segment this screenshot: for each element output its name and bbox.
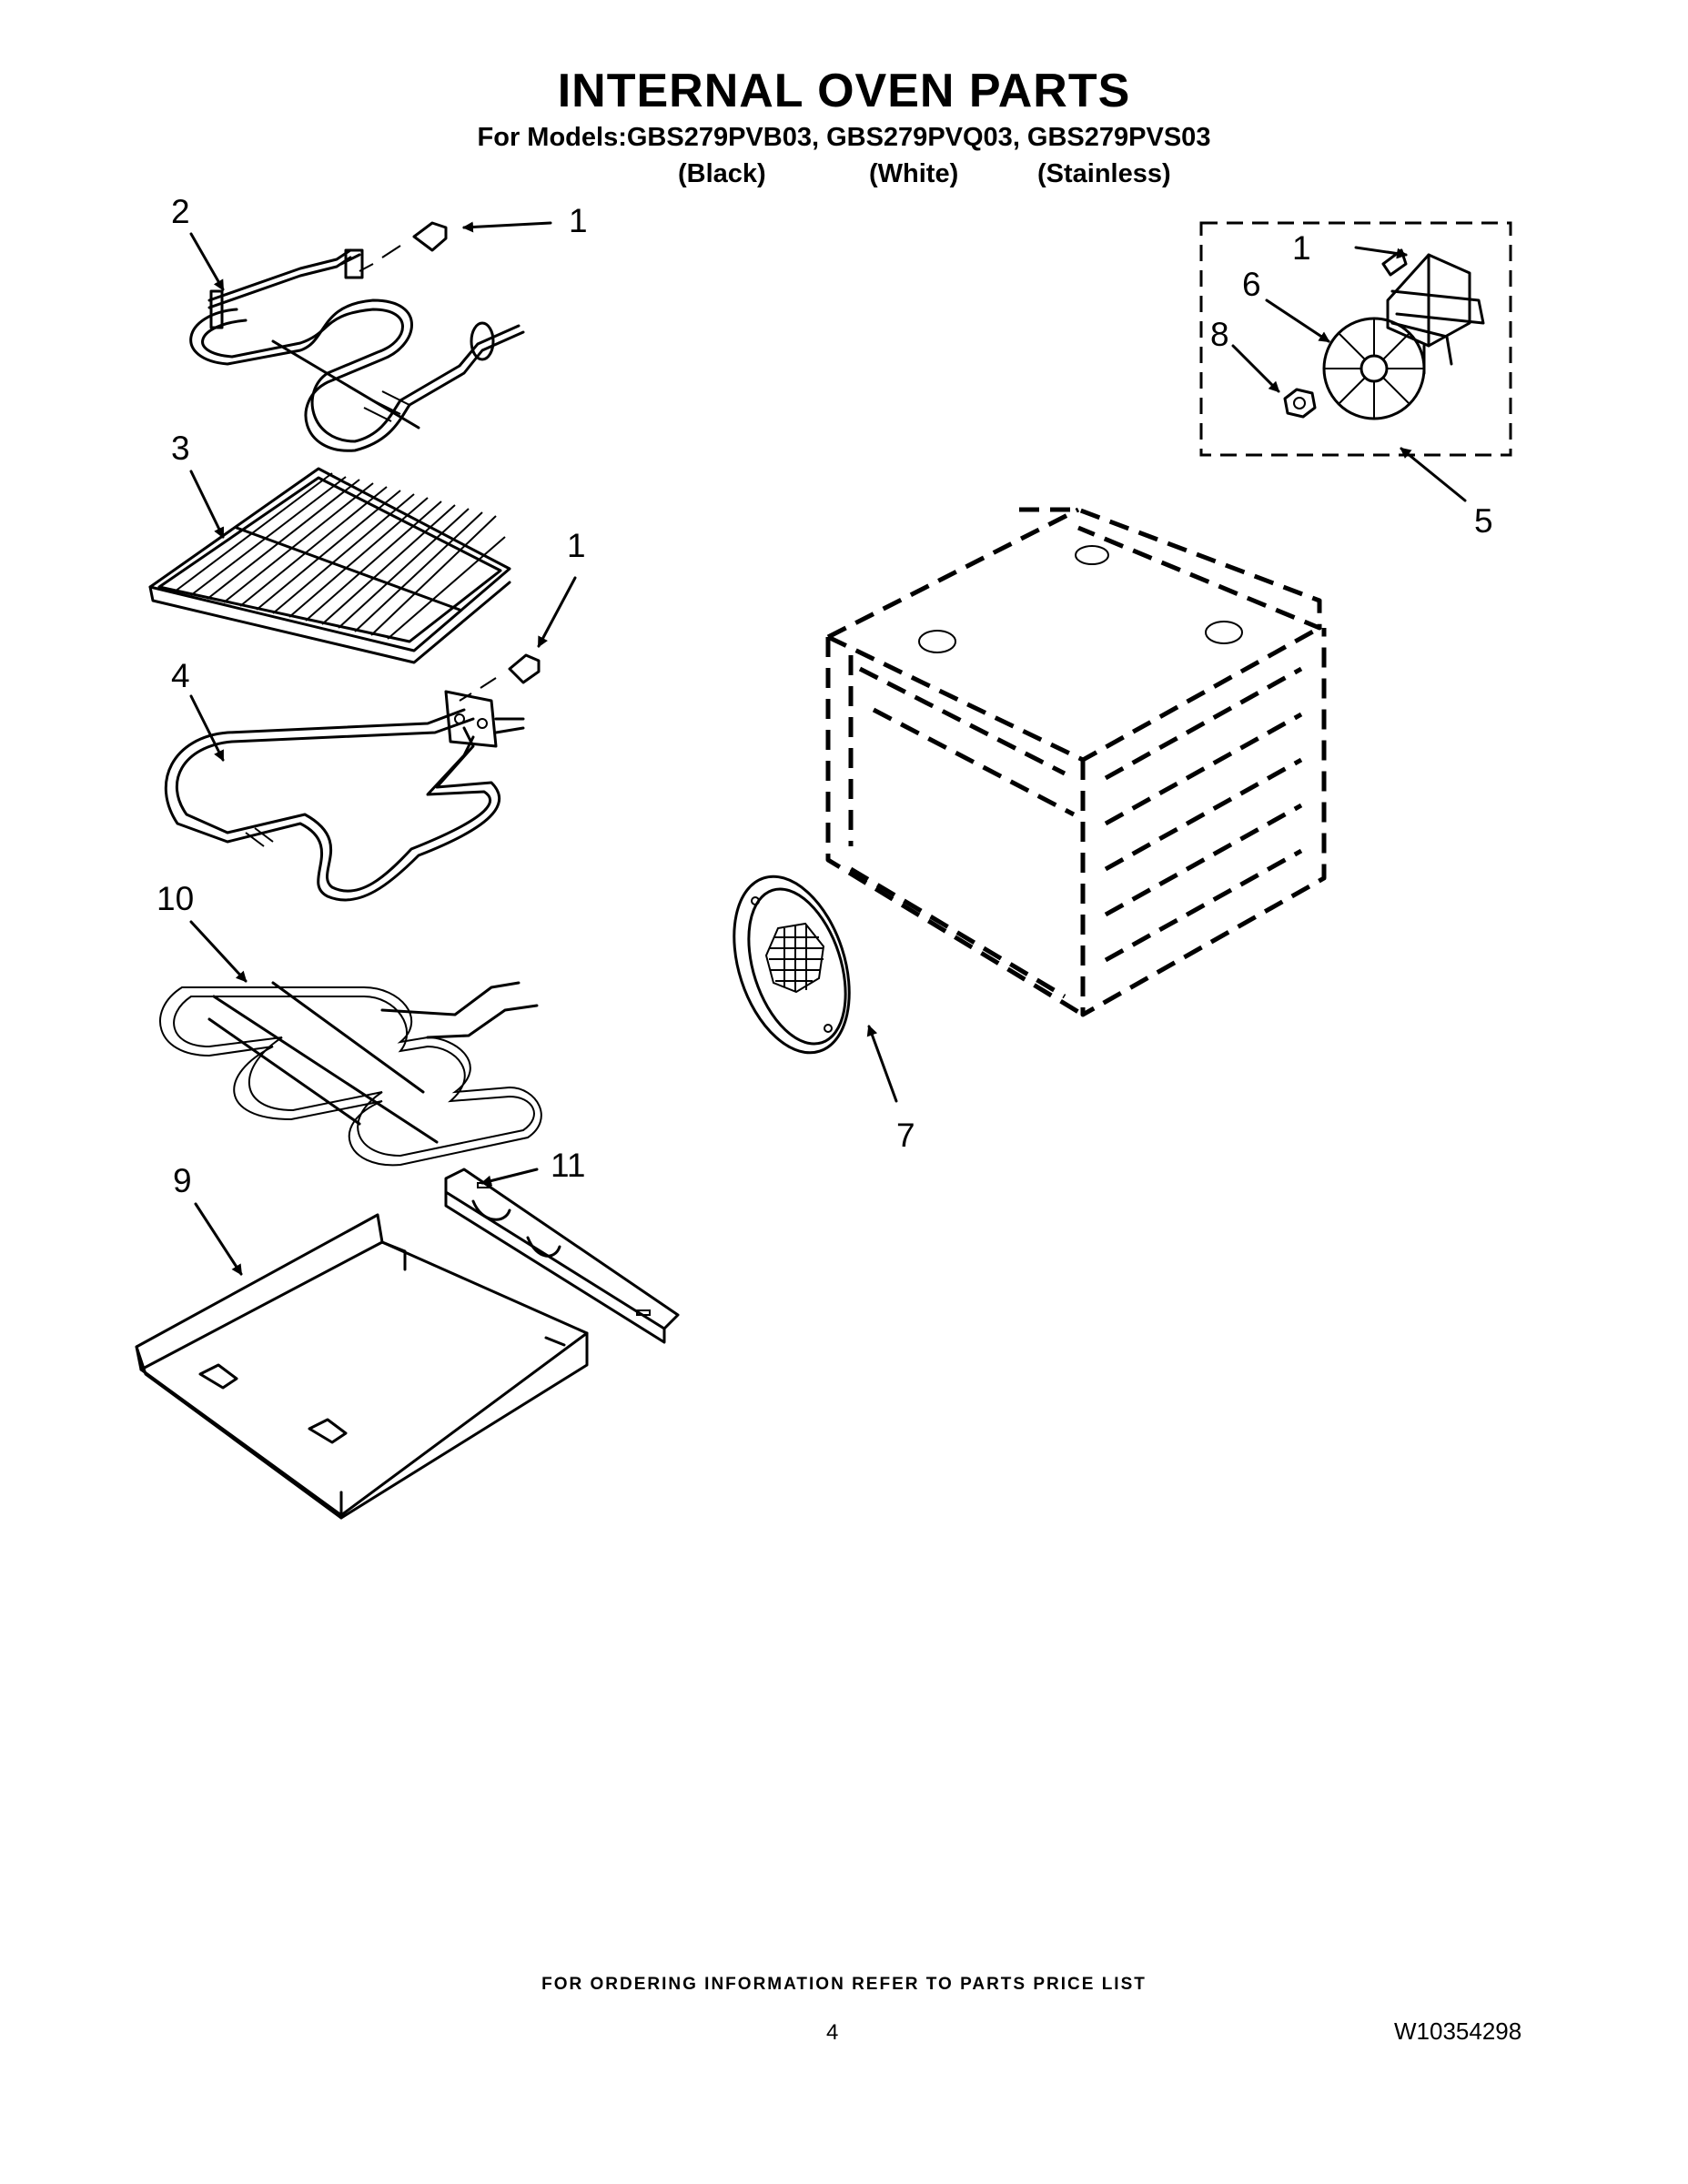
callout-1-top: 1: [569, 202, 588, 239]
part-3-oven-rack: [148, 467, 511, 664]
part-2-element: [189, 248, 525, 452]
color-label-black: (Black): [678, 159, 766, 188]
callout-1-middle: 1: [567, 527, 586, 564]
part-9-bottom-pan: [135, 1213, 589, 1520]
part-6-fan-blade: [1322, 317, 1426, 420]
part-11-bracket: [444, 1168, 680, 1344]
color-label-stainless: (Stainless): [1037, 159, 1171, 188]
callout-3: 3: [171, 430, 190, 467]
part-7-fan-cover: [733, 875, 851, 1055]
callout-9: 9: [173, 1162, 192, 1199]
page-title: INTERNAL OVEN PARTS: [557, 65, 1131, 117]
page-number: 4: [826, 2020, 839, 2045]
callout-8: 8: [1210, 316, 1229, 353]
callout-5: 5: [1474, 502, 1493, 540]
callout-4: 4: [171, 657, 190, 694]
models-line: For Models:GBS279PVB03, GBS279PVQ03, GBS…: [477, 123, 1211, 152]
part-8-nut: [1283, 388, 1317, 419]
part-1-screw-middle: [459, 653, 541, 702]
part-10-broil-element: [159, 981, 542, 1167]
document-number: W10354298: [1394, 2017, 1522, 2045]
callout-10: 10: [157, 880, 194, 917]
callout-6: 6: [1242, 266, 1261, 303]
part-4-bake-element: [164, 690, 525, 902]
callout-11: 11: [551, 1147, 585, 1184]
callout-2: 2: [171, 193, 190, 230]
convection-motor: [1381, 248, 1485, 375]
leader-arrows: [189, 221, 1467, 1276]
oven-liner-cavity: [825, 507, 1327, 1017]
color-label-white: (White): [869, 159, 959, 188]
part-1-screw-top: [359, 221, 448, 272]
callout-1-fan-kit: 1: [1292, 229, 1311, 267]
ordering-note: FOR ORDERING INFORMATION REFER TO PARTS …: [541, 1975, 1147, 1994]
convection-fan-kit-outline: [1199, 221, 1512, 457]
callout-7: 7: [896, 1117, 915, 1154]
